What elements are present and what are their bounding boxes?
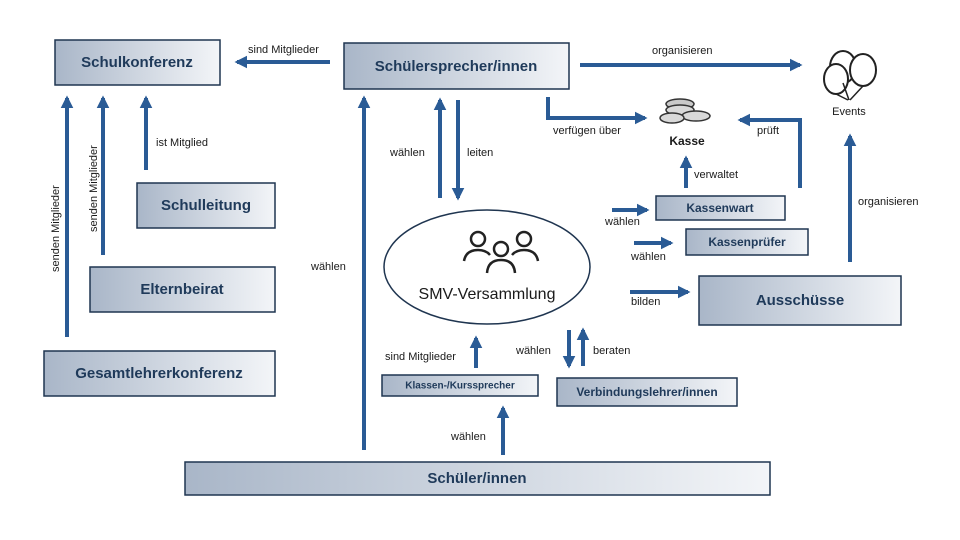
label-waehlen-kassenwart: wählen	[604, 216, 640, 228]
label-sind-mitglieder-bottom: sind Mitglieder	[385, 351, 456, 363]
smv-label: SMV-Versammlung	[419, 286, 556, 303]
schuelersprecher-box: Schülersprecher/innen	[343, 42, 570, 90]
schueler-box: Schüler/innen	[184, 461, 771, 496]
people-icon	[462, 230, 540, 274]
label-waehlen-kassenpruefer: wählen	[630, 251, 666, 263]
schulkonferenz-box: Schulkonferenz	[54, 39, 221, 86]
label-senden-mitglieder-2: senden Mitglieder	[88, 145, 100, 232]
label-organisieren-top: organisieren	[652, 45, 713, 57]
kassenwart-label: Kassenwart	[686, 201, 753, 215]
label-waehlen-verbindung: wählen	[515, 345, 551, 357]
balloons-icon	[823, 50, 877, 101]
label-beraten: beraten	[593, 345, 630, 357]
schuelersprecher-label: Schülersprecher/innen	[375, 58, 538, 75]
gesamtlehrerkonferenz-label: Gesamtlehrerkonferenz	[75, 365, 243, 382]
kassenpruefer-label: Kassenprüfer	[708, 235, 786, 249]
klassensprecher-label: Klassen-/Kurssprecher	[405, 381, 515, 392]
klassensprecher-box: Klassen-/Kurssprecher	[381, 374, 539, 397]
elternbeirat-box: Elternbeirat	[89, 266, 276, 313]
label-waehlen-center: wählen	[389, 147, 425, 159]
elternbeirat-label: Elternbeirat	[140, 281, 223, 298]
label-sind-mitglieder-top: sind Mitglieder	[248, 44, 319, 56]
arrow-pruefer-to-kasse	[737, 113, 802, 188]
schulleitung-box: Schulleitung	[136, 182, 276, 229]
label-ist-mitglied: ist Mitglied	[156, 137, 208, 149]
verbindungslehrer-label: Verbindungslehrer/innen	[576, 385, 717, 399]
schulleitung-label: Schulleitung	[161, 197, 251, 214]
label-verfuegen-ueber: verfügen über	[553, 125, 621, 137]
coins-icon	[659, 98, 711, 124]
ausschuesse-box: Ausschüsse	[698, 275, 902, 326]
label-waehlen-left: wählen	[310, 261, 346, 273]
schueler-label: Schüler/innen	[427, 470, 526, 487]
verbindungslehrer-box: Verbindungslehrer/innen	[556, 377, 738, 407]
events-label: Events	[832, 106, 866, 118]
label-verwaltet: verwaltet	[694, 169, 738, 181]
kassenwart-box: Kassenwart	[655, 195, 786, 221]
ausschuesse-label: Ausschüsse	[756, 292, 844, 309]
label-bilden: bilden	[631, 296, 660, 308]
arrow-sprecher-to-kasse	[546, 97, 648, 125]
smv-ellipse: SMV-Versammlung	[383, 209, 591, 325]
kassenpruefer-box: Kassenprüfer	[685, 228, 809, 256]
label-senden-mitglieder-1: senden Mitglieder	[50, 185, 62, 272]
label-waehlen-bottom: wählen	[450, 431, 486, 443]
label-leiten: leiten	[467, 147, 493, 159]
kasse-label: Kasse	[669, 134, 705, 148]
schulkonferenz-label: Schulkonferenz	[81, 54, 193, 71]
gesamtlehrerkonferenz-box: Gesamtlehrerkonferenz	[43, 350, 276, 397]
label-organisieren-right: organisieren	[858, 196, 919, 208]
label-prueft: prüft	[757, 125, 779, 137]
